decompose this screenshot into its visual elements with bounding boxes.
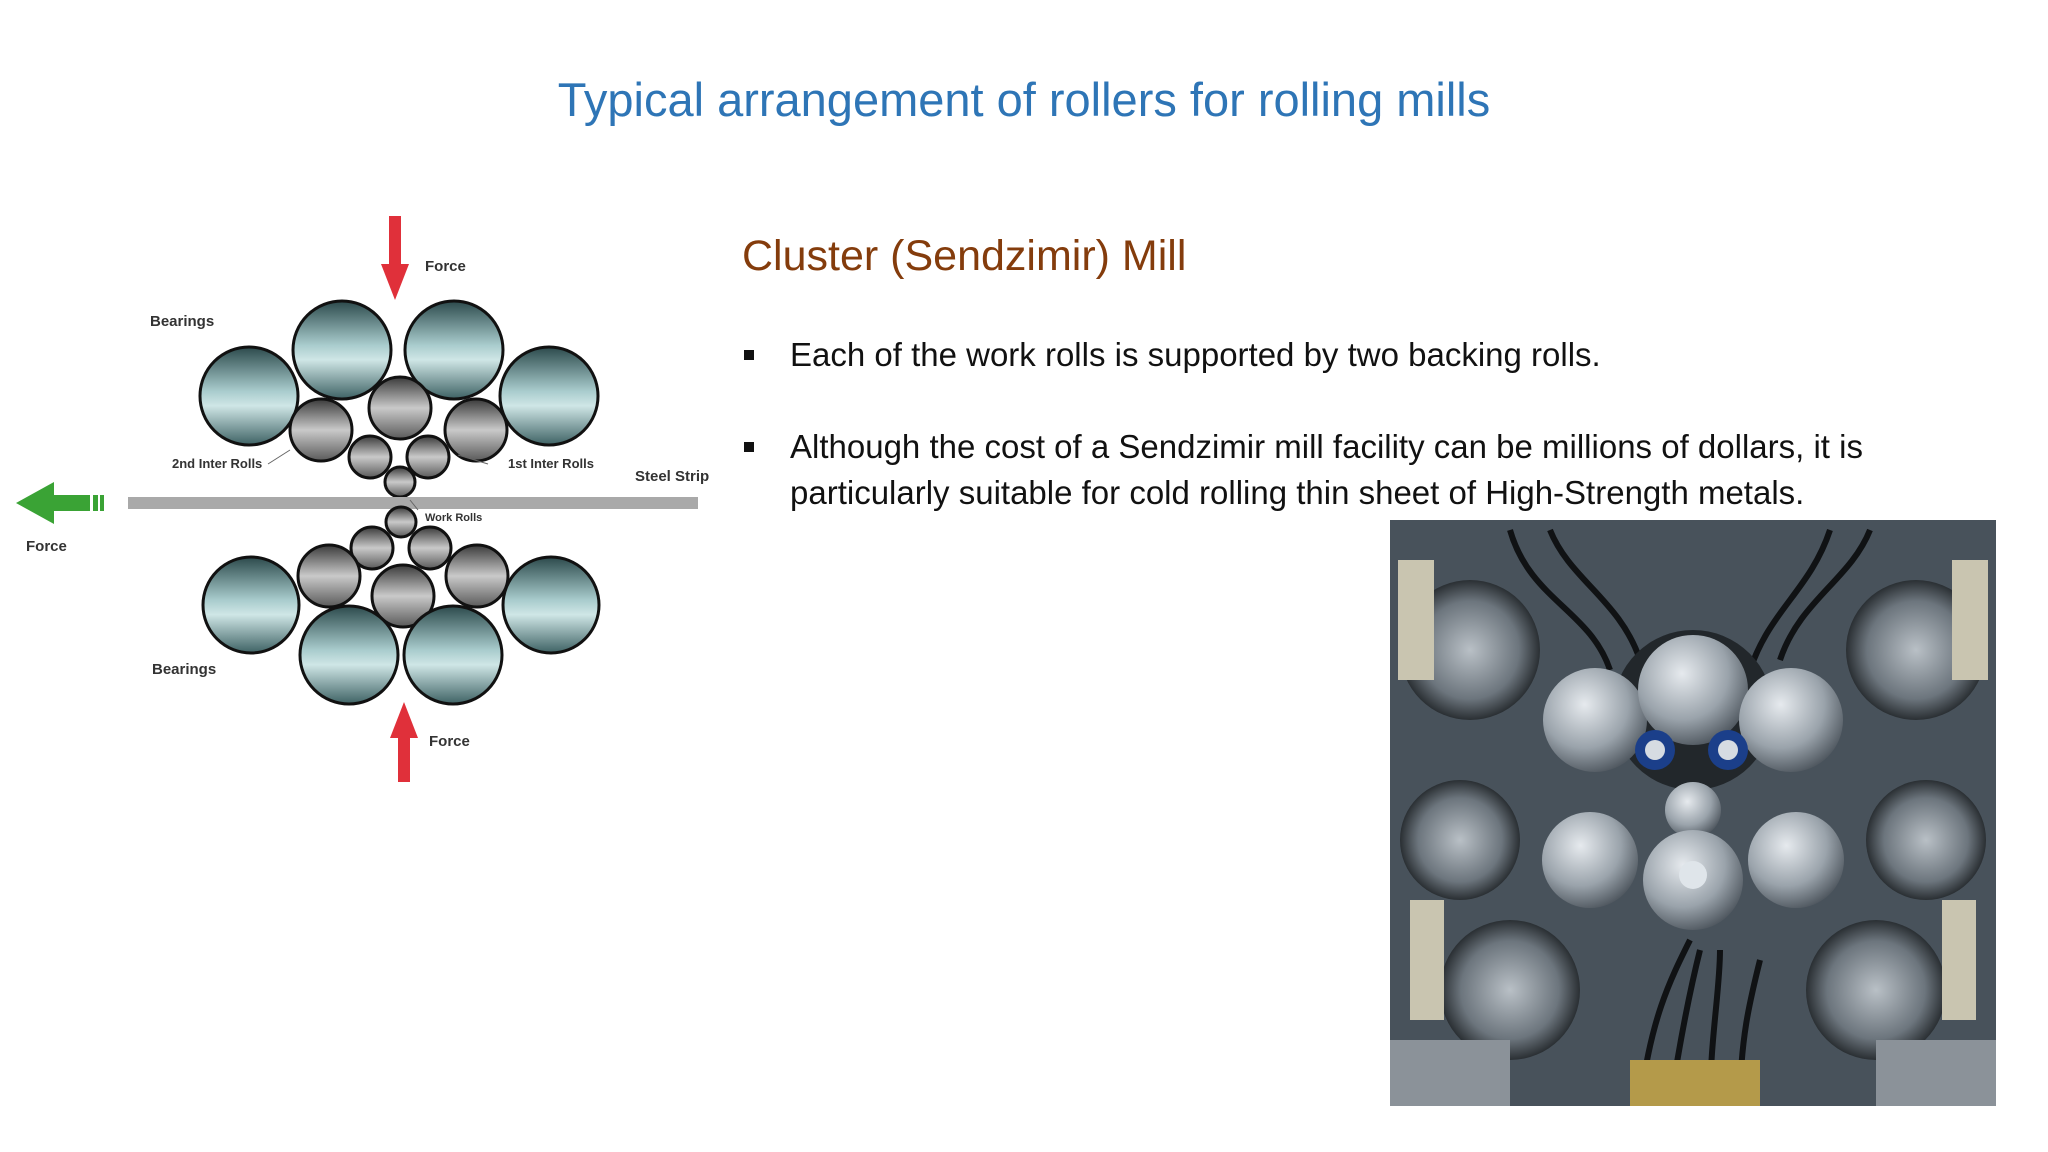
force-arrow-bottom [390,702,418,782]
label-bearings-top: Bearings [150,313,214,330]
inter-rolls-1st-top [347,434,451,480]
bearings-bottom [201,555,601,706]
label-force-bottom: Force [429,733,470,750]
inter-rolls-2nd-bottom [296,543,510,629]
inter-rolls-1st-bottom [349,525,453,571]
bullet-item: Although the cost of a Sendzimir mill fa… [742,424,1982,516]
label-work-rolls: Work Rolls [425,512,482,524]
work-roll-bottom [384,505,418,539]
label-force-left: Force [26,538,67,555]
label-1st-inter-rolls: 1st Inter Rolls [508,456,594,471]
bullet-text: Each of the work rolls is supported by t… [790,336,1601,373]
label-bearings-bottom: Bearings [152,661,216,678]
bullet-list: Each of the work rolls is supported by t… [742,332,1982,562]
bullet-marker [744,442,754,452]
bearings-top [198,299,600,447]
inter-rolls-2nd-top [288,375,509,463]
force-arrow-top [381,216,409,300]
bullet-item: Each of the work rolls is supported by t… [742,332,1982,378]
force-arrow-left [16,482,104,524]
label-steel-strip: Steel Strip [635,468,709,485]
roll-arrangement-diagram: Force Bearings 2nd Inter Rolls 1st Inter… [16,216,709,782]
bullet-text: Although the cost of a Sendzimir mill fa… [790,428,1863,511]
bullet-marker [744,350,754,360]
mill-photo [1390,520,1996,1106]
subheading: Cluster (Sendzimir) Mill [742,232,1187,280]
label-2nd-inter-rolls: 2nd Inter Rolls [172,456,262,471]
work-roll-top [383,465,417,499]
label-force-top: Force [425,258,466,275]
slide-title: Typical arrangement of rollers for rolli… [557,73,1491,126]
